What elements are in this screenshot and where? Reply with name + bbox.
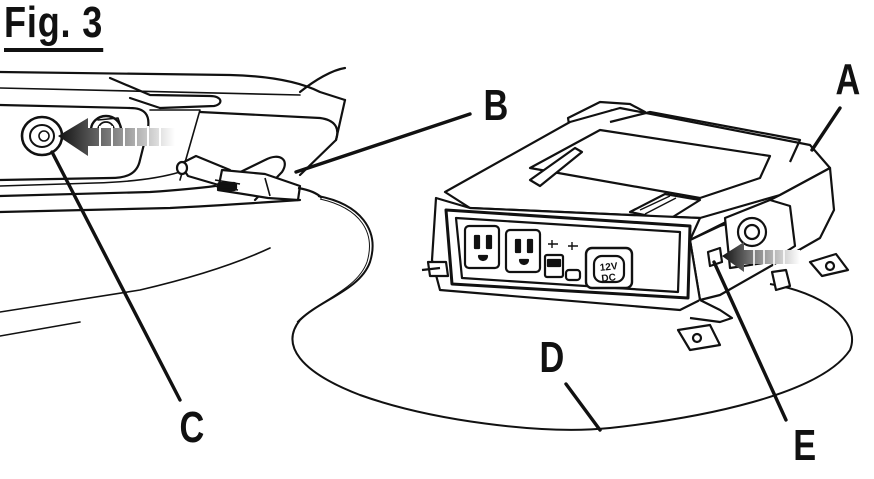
inverter-a: [421, 100, 850, 352]
dc-label-12v: 12V: [599, 261, 618, 274]
figure-title: Fig. 3: [4, 0, 104, 52]
callout-c: C: [179, 403, 205, 452]
insert-arrow-e: [722, 242, 800, 272]
leader-b: [294, 112, 472, 174]
callout-a: A: [835, 55, 861, 104]
callout-e: E: [793, 421, 817, 470]
cable-d: [291, 195, 853, 431]
leader-a: [810, 106, 842, 152]
dc-socket-label: 12V DC: [599, 261, 618, 285]
12v-plug-b: [175, 154, 323, 202]
leader-e: [712, 260, 788, 422]
leader-d: [564, 382, 602, 432]
insert-arrow-c: [58, 118, 175, 156]
leader-lines: [50, 106, 842, 432]
callout-b: B: [483, 81, 509, 130]
vehicle-dashboard: [0, 66, 347, 337]
callout-d: D: [539, 333, 565, 382]
dc-label-dc: DC: [601, 272, 617, 284]
leader-c: [50, 150, 182, 402]
